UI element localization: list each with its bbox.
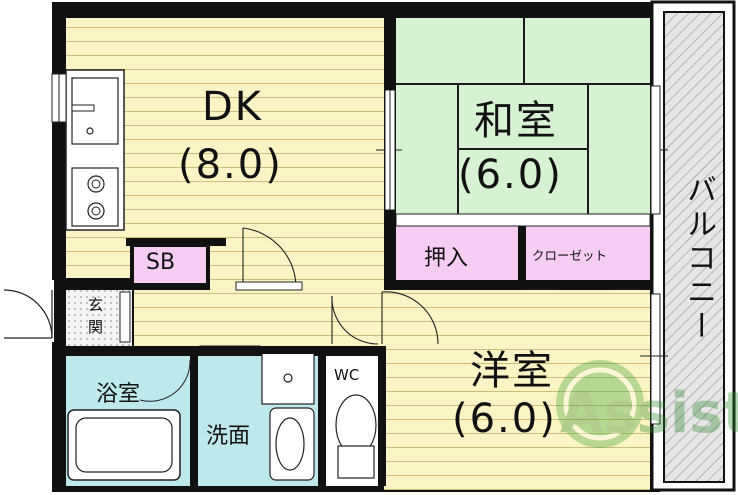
washitsu-size: (6.0) [458,152,563,198]
bathtub [67,409,181,481]
washitsu-name: 和室 [474,98,558,144]
kitchen-counter [65,69,125,231]
balcony-window-lower [650,293,661,425]
oshiire-label: 押入 [424,246,469,271]
balcony-window-upper [650,85,661,215]
youshitsu-name: 洋室 [470,348,554,394]
washing-machine [261,351,315,405]
watermark-logo: Assist [556,360,738,448]
closet-label: クローゼット [532,248,608,263]
dk-size: (8.0) [178,142,283,188]
balcony-rail [663,11,725,483]
balcony-label: バルコニー [681,174,716,344]
svg-text:Assist: Assist [560,381,738,446]
youshitsu-size: (6.0) [452,396,557,442]
hallway-floor [134,290,386,346]
genkan-label-2: 関 [88,318,104,336]
wash-basin [269,407,315,481]
oshiire-box [396,226,518,280]
door-swings [242,227,439,345]
toilet [335,394,377,479]
interior-walls [66,18,526,486]
entrance-door [0,280,54,342]
tatami-lines [396,18,650,214]
closet-box [526,226,650,280]
wc-label: WC [334,366,360,384]
dk-name: DK [202,84,264,130]
washroom-label: 洗面 [206,424,251,449]
youshitsu-floor [384,290,650,490]
sb-label: SB [146,250,176,275]
genkan-label-1: 玄 [88,296,104,314]
bath-label: 浴室 [96,382,141,407]
